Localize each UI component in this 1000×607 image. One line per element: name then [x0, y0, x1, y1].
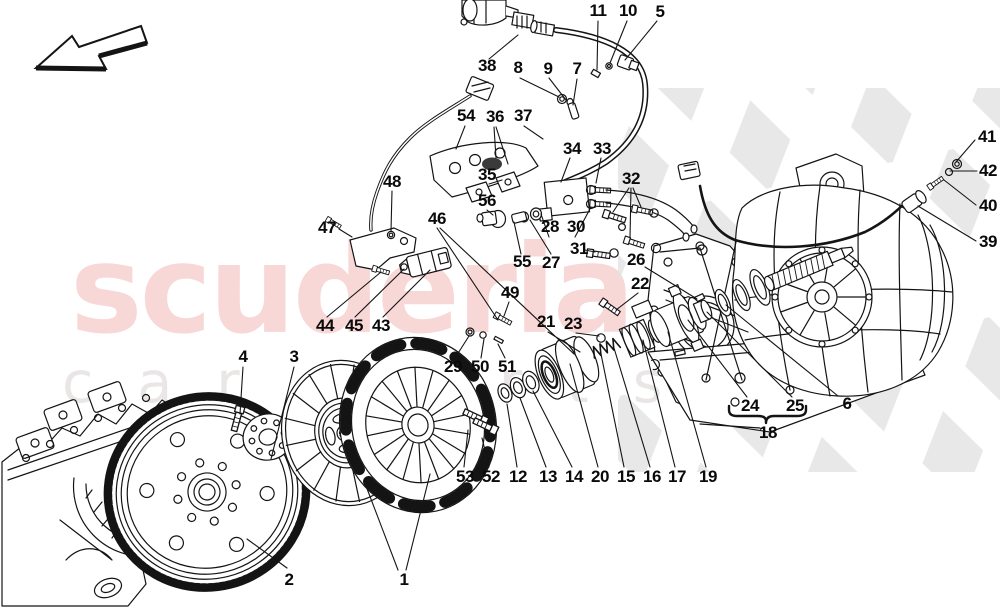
heat-shield-drawing	[429, 141, 539, 203]
callout-20: 20	[591, 467, 609, 486]
callout-18: 18	[759, 423, 777, 442]
callout-11: 11	[589, 1, 607, 20]
callout-17: 17	[668, 467, 686, 486]
pressure-plate-drawing	[338, 336, 498, 514]
callout-1: 1	[399, 570, 409, 589]
callout-32: 32	[622, 169, 640, 188]
callout-43: 43	[372, 316, 390, 335]
callout-6: 6	[842, 394, 852, 413]
callout-34: 34	[563, 139, 581, 158]
callout-12: 12	[509, 467, 527, 486]
callout-26: 26	[627, 250, 645, 269]
release-bearing-drawing	[497, 246, 854, 403]
callout-49: 49	[501, 283, 519, 302]
callout-37: 37	[514, 106, 532, 125]
callout-5: 5	[655, 2, 665, 21]
callout-33: 33	[593, 139, 611, 158]
direction-arrow-icon	[33, 24, 149, 72]
callout-7: 7	[572, 59, 582, 78]
callout-44: 44	[316, 316, 334, 335]
callout-30: 30	[567, 217, 585, 236]
callout-19: 19	[699, 467, 717, 486]
callout-54: 54	[457, 106, 475, 125]
callout-55: 55	[513, 252, 531, 271]
callout-15: 15	[617, 467, 635, 486]
callout-36: 36	[486, 107, 504, 126]
callout-45: 45	[345, 316, 363, 335]
callout-46: 46	[428, 209, 446, 228]
callout-48: 48	[383, 172, 401, 191]
group-brace-18	[727, 404, 808, 425]
callout-3: 3	[289, 347, 299, 366]
callout-2: 2	[284, 570, 294, 589]
callout-51: 51	[498, 357, 516, 376]
callout-35: 35	[478, 165, 496, 184]
callout-52: 52	[482, 467, 500, 486]
callout-42: 42	[979, 161, 997, 180]
callout-21: 21	[537, 312, 555, 331]
leader-lines	[239, 20, 978, 571]
callout-53: 53	[456, 467, 474, 486]
callout-56: 56	[478, 191, 496, 210]
callout-13: 13	[539, 467, 557, 486]
callout-16: 16	[643, 467, 661, 486]
sensor-bracket-drawing	[324, 216, 452, 278]
callout-25: 25	[786, 396, 804, 415]
callout-41: 41	[978, 127, 996, 146]
drive-flange-drawing	[242, 413, 294, 461]
callout-9: 9	[543, 59, 553, 78]
callout-39: 39	[979, 232, 997, 251]
callout-10: 10	[619, 1, 637, 20]
callout-38: 38	[478, 56, 496, 75]
pushrod-fasteners-drawing	[465, 311, 513, 345]
callout-47: 47	[318, 218, 336, 237]
callout-29: 29	[444, 357, 462, 376]
callout-24: 24	[741, 396, 759, 415]
callout-50: 50	[471, 357, 489, 376]
callout-8: 8	[513, 58, 523, 77]
callout-31: 31	[570, 239, 588, 258]
callout-40: 40	[979, 196, 997, 215]
callout-28: 28	[541, 217, 559, 236]
callout-23: 23	[564, 314, 582, 333]
sensor-cable-drawing	[677, 158, 963, 249]
callout-27: 27	[542, 253, 560, 272]
callout-4: 4	[238, 347, 248, 366]
small-fittings-drawing	[556, 54, 640, 120]
callout-14: 14	[565, 467, 583, 486]
callout-22: 22	[631, 274, 649, 293]
